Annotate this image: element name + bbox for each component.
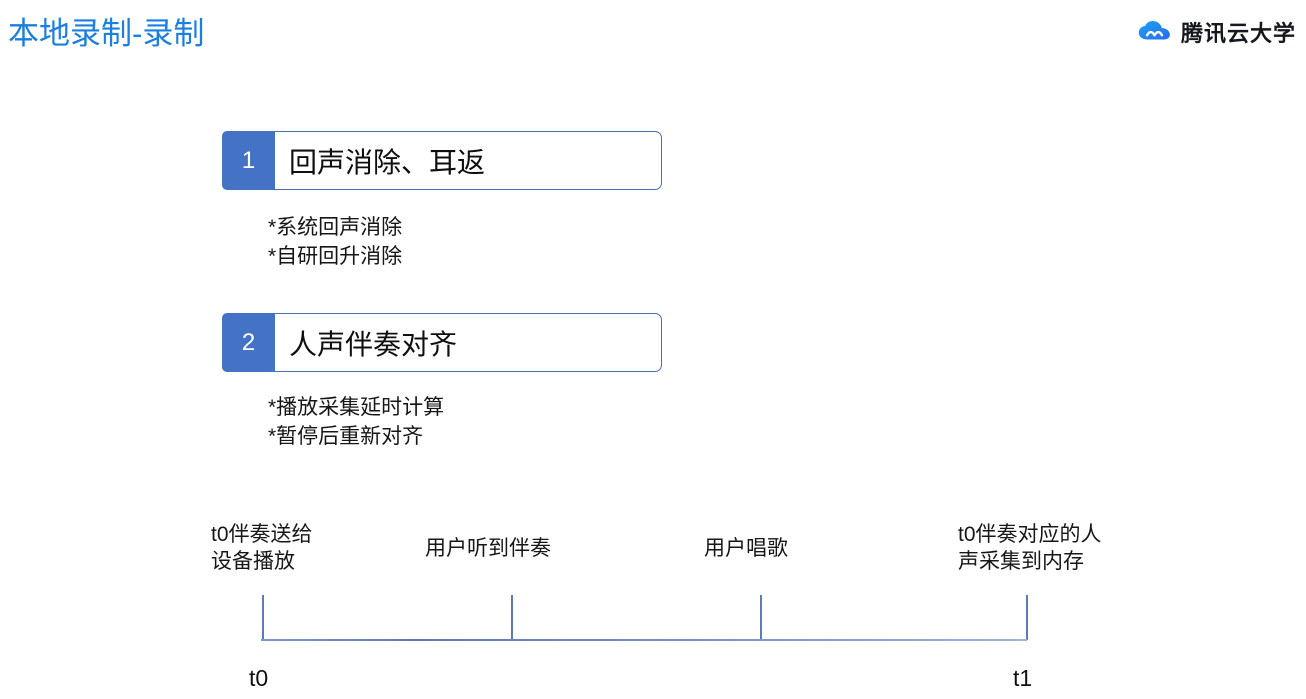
bullet-item: *播放采集延时计算 <box>268 396 445 419</box>
timeline-axis <box>261 639 1027 641</box>
bullet-item: *系统回声消除 <box>268 216 403 239</box>
timeline-tick-2 <box>511 595 513 640</box>
section-bullets-2: *播放采集延时计算 *暂停后重新对齐 <box>268 393 444 451</box>
timeline-label-3: 用户唱歌 <box>704 535 788 562</box>
bullet-item: *暂停后重新对齐 <box>268 425 424 448</box>
timeline-label-1-line2: 设备播放 <box>211 550 295 573</box>
section-bullets-1: *系统回声消除 *自研回升消除 <box>268 213 402 271</box>
timeline-tick-t1 <box>1026 595 1028 640</box>
timeline-label-4-line2: 声采集到内存 <box>958 550 1084 573</box>
timeline-label-2: 用户听到伴奏 <box>425 535 551 562</box>
timeline-label-2-line1: 用户听到伴奏 <box>425 537 551 560</box>
page-title: 本地录制-录制 <box>8 16 205 51</box>
brand-logo: 腾讯云大学 <box>1138 16 1296 48</box>
brand-name: 腾讯云大学 <box>1180 21 1296 46</box>
section-block-1: 1 回声消除、耳返 <box>222 131 662 190</box>
section-box-1[interactable]: 1 回声消除、耳返 <box>222 131 662 190</box>
section-number-2: 2 <box>222 313 275 372</box>
section-number-1: 1 <box>222 131 275 190</box>
timeline-label-1-line1: t0伴奏送给 <box>211 523 313 546</box>
section-heading-1: 回声消除、耳返 <box>266 131 662 190</box>
timeline-tick-t0 <box>262 595 264 640</box>
bullet-item: *自研回升消除 <box>268 245 403 268</box>
timeline-tick-3 <box>760 595 762 640</box>
section-block-2: 2 人声伴奏对齐 <box>222 313 662 372</box>
cloud-icon <box>1138 20 1172 44</box>
timeline-start-label: t0 <box>249 665 269 691</box>
timeline-label-4: t0伴奏对应的人 声采集到内存 <box>958 521 1102 575</box>
section-box-2[interactable]: 2 人声伴奏对齐 <box>222 313 662 372</box>
timeline-label-3-line1: 用户唱歌 <box>704 537 788 560</box>
timeline-label-4-line1: t0伴奏对应的人 <box>958 523 1102 546</box>
timeline-end-label: t1 <box>1013 665 1033 691</box>
timeline-label-1: t0伴奏送给 设备播放 <box>211 521 313 575</box>
section-heading-2: 人声伴奏对齐 <box>266 313 662 372</box>
